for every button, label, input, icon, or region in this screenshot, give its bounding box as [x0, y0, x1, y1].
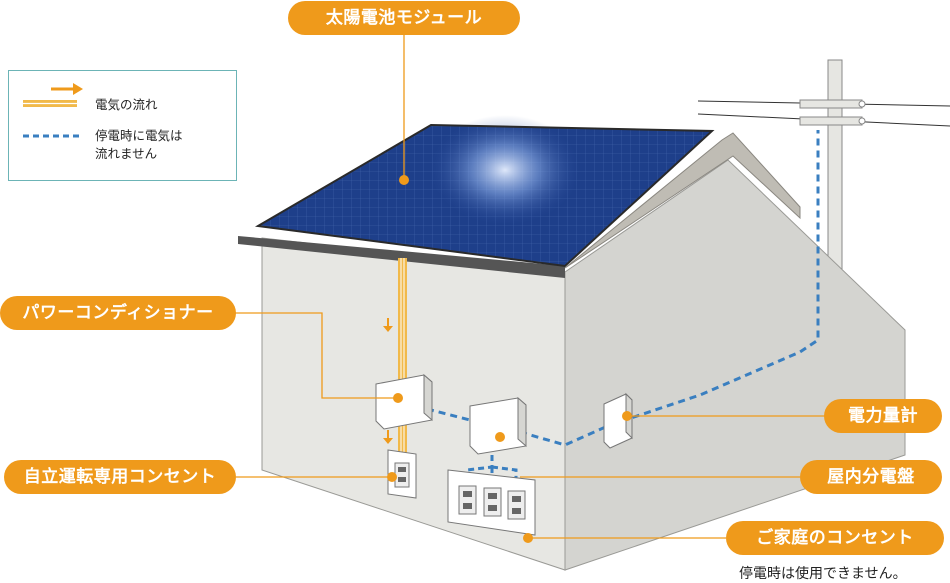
label-solar-module: 太陽電池モジュール: [288, 1, 520, 35]
grid-dashed-line: [426, 130, 820, 447]
flow-arrow-2: [383, 430, 393, 444]
legend: 電気の流れ 停電時に電気は 流れません: [8, 70, 237, 181]
legend-dashed-line-icon: [23, 134, 79, 138]
dedicated-outlet: [387, 449, 417, 499]
distribution-board-box: [469, 396, 527, 455]
power-meter-box: [603, 392, 633, 449]
leader-lines: [235, 34, 836, 539]
leader-dots: [387, 175, 632, 543]
label-dedicated-outlet: 自立運転専用コンセント: [4, 460, 236, 494]
power-conditioner-box: [375, 373, 433, 430]
legend-flow-label: 電気の流れ: [95, 97, 158, 112]
legend-outage-line2: 流れません: [95, 146, 158, 161]
electric-flow-line: [383, 258, 407, 483]
legend-flow-line-icon: [23, 100, 77, 107]
label-distribution-board: 屋内分電盤: [800, 460, 942, 494]
home-outlets: [447, 469, 536, 536]
flow-arrow-1: [383, 318, 393, 332]
house: [238, 115, 906, 571]
legend-arrow-icon: [51, 83, 83, 95]
outage-note: 停電時は使用できません。: [739, 566, 907, 582]
legend-outage-line1: 停電時に電気は: [95, 128, 183, 143]
label-power-meter: 電力量計: [824, 399, 942, 433]
label-home-outlet: ご家庭のコンセント: [726, 521, 944, 555]
label-power-conditioner: パワーコンディショナー: [0, 296, 236, 330]
